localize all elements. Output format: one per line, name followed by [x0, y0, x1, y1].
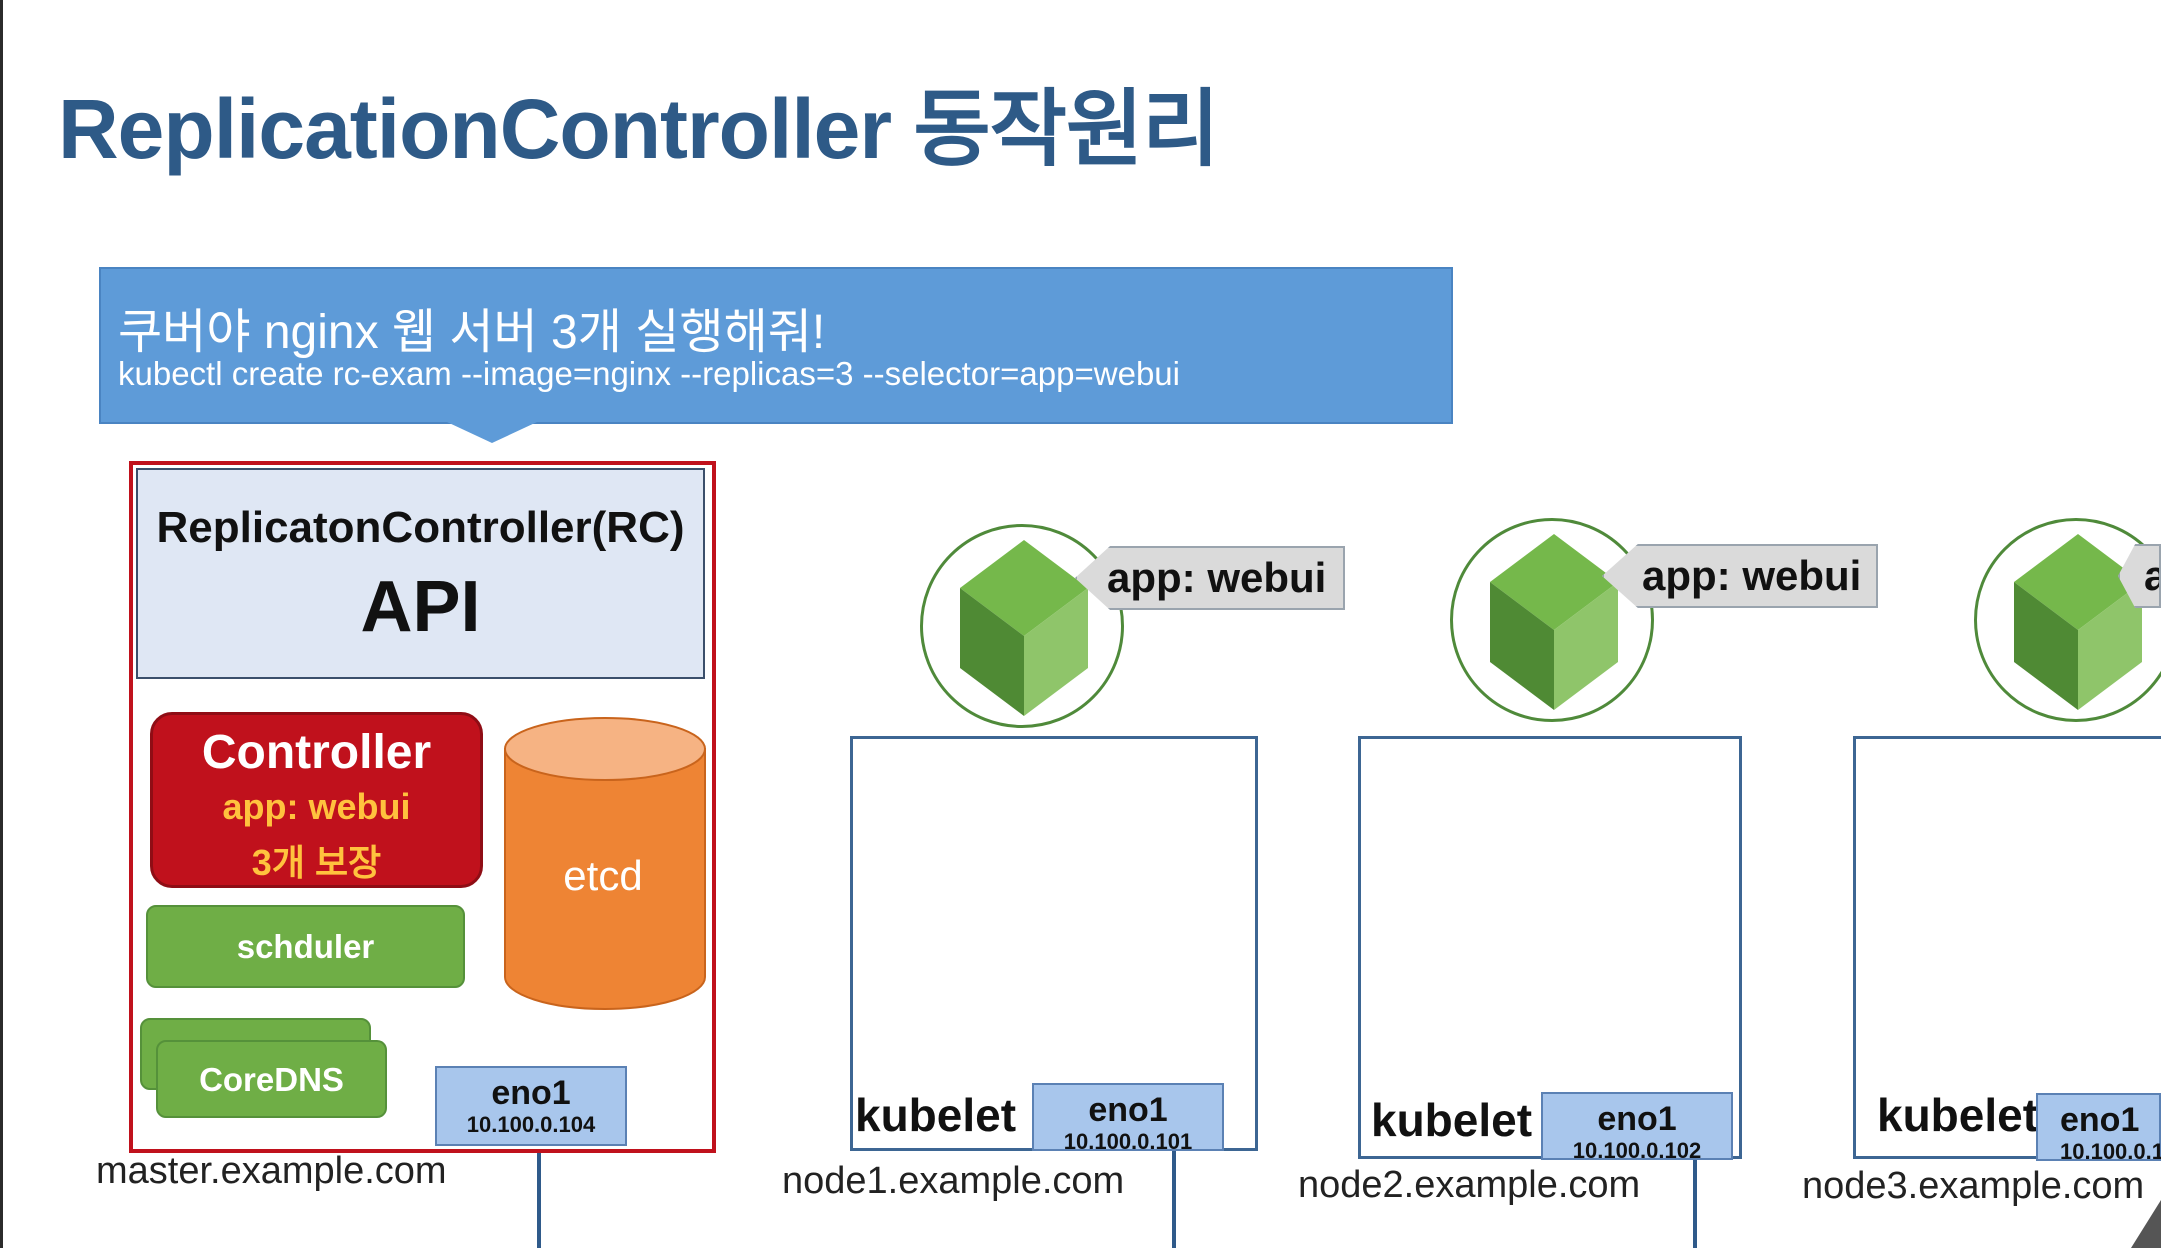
node1-pod-cube-icon	[960, 540, 1088, 716]
controller-name: Controller	[201, 726, 432, 779]
node2-pod-cube-icon	[1490, 534, 1618, 710]
node2-hostname: node2.example.com	[1298, 1164, 1641, 1206]
node2-nic-name: eno1	[1597, 1100, 1677, 1138]
node1-kubelet: kubelet	[855, 1089, 1017, 1141]
slide-title: ReplicationController 동작원리	[58, 82, 1220, 176]
node2-kubelet: kubelet	[1371, 1094, 1533, 1146]
api-server-box	[136, 468, 705, 679]
master-hostname: master.example.com	[96, 1150, 447, 1192]
controller-guarantee: 3개 보장	[251, 842, 382, 883]
master-network-link	[537, 1153, 541, 1248]
node2-pod-label: app: webui	[1602, 544, 1878, 608]
node1-nic-name: eno1	[1088, 1091, 1168, 1129]
api-server-label: API	[360, 567, 481, 647]
master-nic-ip: 10.100.0.104	[466, 1112, 596, 1137]
kubectl-command: kubectl create rc-exam --image=nginx --r…	[118, 355, 1180, 392]
node3-nic-ip: 10.100.0.103	[2060, 1139, 2161, 1164]
node1-hostname: node1.example.com	[782, 1160, 1125, 1202]
etcd-cylinder-icon	[504, 717, 706, 1010]
node3-pod-cube-icon	[2014, 534, 2142, 710]
node1-network-link	[1172, 1151, 1176, 1248]
etcd-label: etcd	[563, 852, 643, 899]
scheduler-box: schduler	[146, 905, 465, 988]
node1-box	[850, 736, 1258, 1151]
slide-corner-mark	[2131, 1200, 2161, 1248]
command-banner	[99, 267, 1453, 424]
master-nic: eno1 10.100.0.104	[435, 1066, 627, 1146]
slide-left-edge	[0, 0, 3, 1248]
command-banner-pointer	[447, 422, 537, 443]
node2-box	[1358, 736, 1742, 1159]
coredns-box: CoreDNS	[156, 1040, 387, 1118]
node2-nic: eno1 10.100.0.102	[1541, 1092, 1733, 1163]
api-server-title: ReplicatonController(RC)	[156, 503, 685, 552]
controller-box	[150, 712, 483, 888]
node1-nic: eno1 10.100.0.101	[1032, 1083, 1224, 1154]
controller-selector: app: webui	[222, 786, 411, 827]
node3-nic-name: eno1	[2060, 1101, 2140, 1139]
master-nic-name: eno1	[491, 1074, 571, 1112]
node3-nic: eno1 10.100.0.103	[2036, 1093, 2161, 1164]
node1-pod-label: app: webui	[1075, 546, 1345, 610]
node3-box	[1853, 736, 2161, 1159]
command-heading: 쿠버야 nginx 웹 서버 3개 실행해줘!	[118, 306, 826, 359]
node2-nic-ip: 10.100.0.102	[1572, 1138, 1702, 1163]
node1-nic-ip: 10.100.0.101	[1063, 1129, 1193, 1154]
node2-network-link	[1693, 1160, 1697, 1248]
node3-hostname: node3.example.com	[1802, 1165, 2145, 1207]
node3-kubelet: kubelet	[1877, 1089, 2039, 1141]
